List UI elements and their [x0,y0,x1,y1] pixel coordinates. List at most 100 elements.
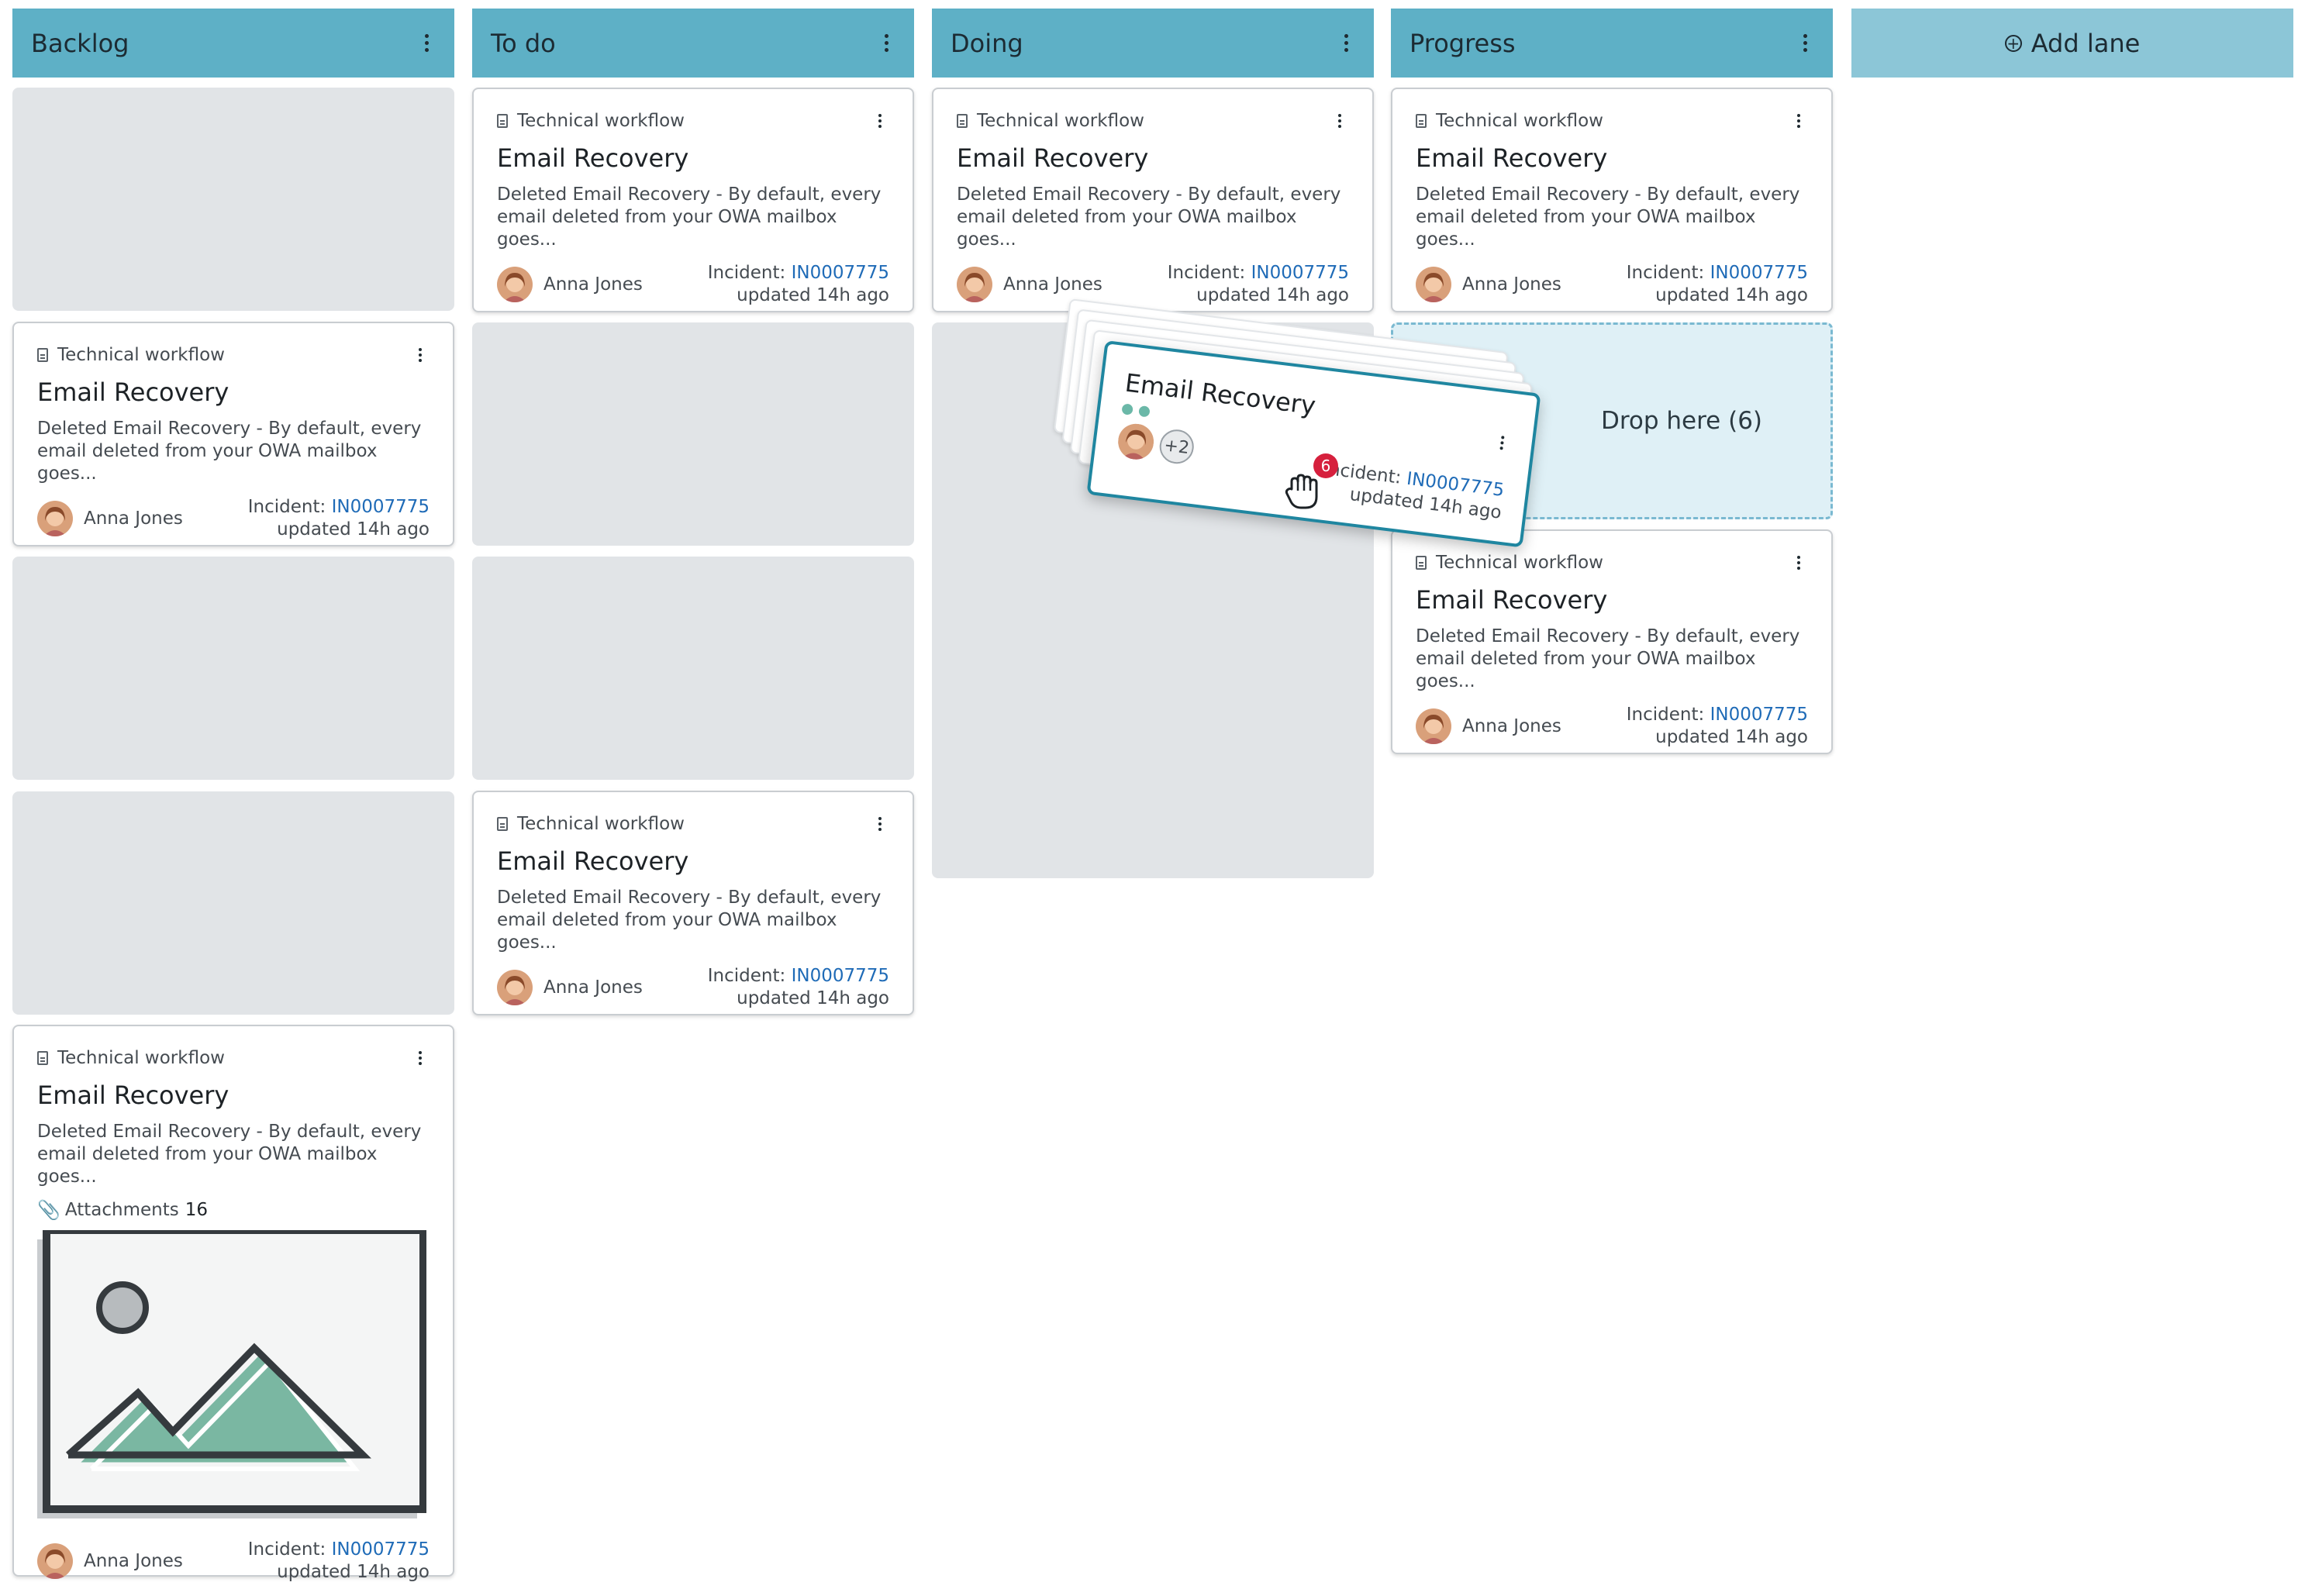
incident-label: Incident: [1626,263,1705,283]
card-menu-icon[interactable] [871,109,889,133]
card-placeholder [472,322,914,546]
incident-label: Incident: [247,497,326,517]
incident-link[interactable]: IN0007775 [791,966,889,986]
lane-title: Progress [1410,28,1516,58]
avatar [37,501,73,536]
lane-header-progress: Progress [1391,9,1833,78]
avatar [497,267,533,302]
work-card[interactable]: Technical workflow Email Recovery Delete… [932,88,1374,312]
card-type: Technical workflow [57,345,225,365]
drag-count-badge: 6 [1313,453,1338,478]
updated-time: updated 14h ago [277,519,430,539]
extra-assignees-badge: +2 [1158,427,1196,466]
updated-time: updated 14h ago [1196,285,1349,305]
incident-link[interactable]: IN0007775 [331,497,430,517]
document-icon [37,348,48,362]
incident-label: Incident: [247,1539,326,1560]
work-card[interactable]: Technical workflow Email Recovery Delete… [1391,529,1833,754]
document-icon [497,817,508,831]
lane-menu-icon[interactable] [1796,28,1814,59]
work-card[interactable]: Technical workflow Email Recovery Delete… [1391,88,1833,312]
updated-time: updated 14h ago [1655,727,1808,747]
avatar [1116,422,1156,462]
add-lane-button[interactable]: + Add lane [1851,9,2293,78]
dragged-card[interactable]: Email Recovery +2 Incident: IN0007775 up… [1086,340,1541,548]
updated-time: updated 14h ago [1655,285,1808,305]
grab-hand-icon [1285,474,1318,509]
assignee-name: Anna Jones [1462,274,1561,295]
lane-header-backlog: Backlog [12,9,454,78]
card-description: Deleted Email Recovery - By default, eve… [1416,626,1800,691]
assignee-name: Anna Jones [1003,274,1102,295]
incident-link[interactable]: IN0007775 [791,263,889,283]
card-placeholder [12,791,454,1015]
assignee-name: Anna Jones [1462,716,1561,736]
document-icon [1416,114,1427,128]
document-icon [37,1051,48,1065]
work-card[interactable]: Technical workflow Email Recovery Delete… [472,791,914,1015]
lane-title: Doing [951,28,1023,58]
assignee-name: Anna Jones [84,508,183,529]
incident-label: Incident: [1167,263,1246,283]
card-title: Email Recovery [497,143,689,173]
assignee-name: Anna Jones [84,1551,183,1571]
card-menu-icon[interactable] [411,343,430,367]
lane-menu-icon[interactable] [417,28,436,59]
lane-title: To do [491,28,556,58]
work-card[interactable]: Technical workflow Email Recovery Delete… [472,88,914,312]
avatar [1416,708,1451,744]
card-type: Technical workflow [57,1048,225,1068]
card-type: Technical workflow [977,111,1144,131]
card-title: Email Recovery [1416,143,1608,173]
card-menu-icon[interactable] [1492,430,1513,456]
card-menu-icon[interactable] [1330,109,1349,133]
updated-time: updated 14h ago [737,285,889,305]
card-title: Email Recovery [37,1081,229,1110]
card-placeholder [472,557,914,780]
lane-menu-icon[interactable] [877,28,895,59]
lane-title: Backlog [31,28,129,58]
incident-label: Incident: [1626,705,1705,725]
paperclip-icon: 📎 [37,1199,60,1221]
card-menu-icon[interactable] [871,812,889,836]
assignee-name: Anna Jones [543,274,643,295]
attachments-count: 16 [185,1200,208,1220]
card-menu-icon[interactable] [411,1046,430,1070]
card-description: Deleted Email Recovery - By default, eve… [37,419,422,484]
card-type: Technical workflow [1436,553,1603,573]
updated-time: updated 14h ago [737,988,889,1008]
card-menu-icon[interactable] [1789,551,1808,574]
incident-link[interactable]: IN0007775 [1710,263,1808,283]
card-description: Deleted Email Recovery - By default, eve… [1416,184,1800,250]
card-description: Deleted Email Recovery - By default, eve… [957,184,1341,250]
avatar [957,267,992,302]
card-title: Email Recovery [497,846,689,876]
card-title: Email Recovery [1416,585,1608,615]
attachment-image-preview[interactable] [37,1226,427,1525]
incident-link[interactable]: IN0007775 [1710,705,1808,725]
lane-menu-icon[interactable] [1337,28,1355,59]
incident-link[interactable]: IN0007775 [331,1539,430,1560]
incident-label: Incident: [707,966,786,986]
card-type: Technical workflow [517,111,685,131]
work-card[interactable]: Technical workflow Email Recovery Delete… [12,1025,454,1582]
assignee-name: Anna Jones [543,977,643,998]
card-title: Email Recovery [957,143,1149,173]
avatar [497,970,533,1005]
add-circle-icon: + [2004,34,2022,52]
card-title: Email Recovery [37,377,229,407]
updated-time: updated 14h ago [277,1562,430,1582]
card-description: Deleted Email Recovery - By default, eve… [497,888,882,953]
avatar [37,1543,73,1579]
incident-link[interactable]: IN0007775 [1251,263,1349,283]
card-placeholder [12,557,454,780]
document-icon [497,114,508,128]
card-menu-icon[interactable] [1789,109,1808,133]
attachments-info[interactable]: 📎 Attachments 16 [37,1199,430,1221]
drop-zone-label: Drop here (6) [1600,407,1763,435]
card-description: Deleted Email Recovery - By default, eve… [37,1122,422,1187]
attachments-label: Attachments [64,1200,179,1220]
lane-header-doing: Doing [932,9,1374,78]
work-card[interactable]: Technical workflow Email Recovery Delete… [12,322,454,546]
document-icon [957,114,968,128]
